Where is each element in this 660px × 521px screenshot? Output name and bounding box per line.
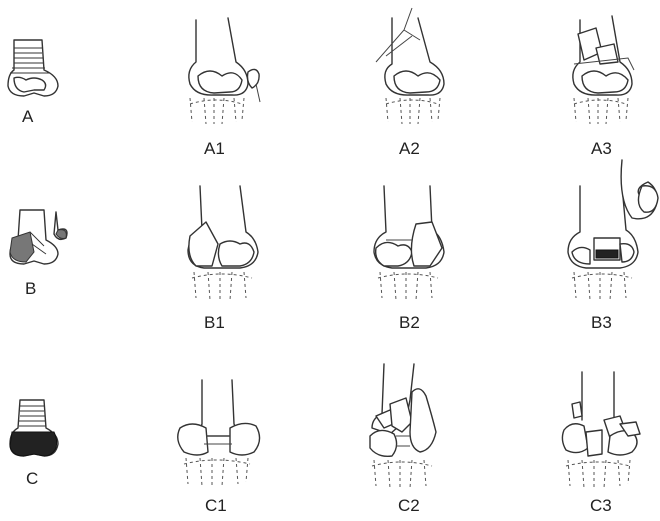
- b1-fracture-drawing: [188, 186, 258, 300]
- c2-fracture-drawing: [370, 364, 436, 488]
- row-a-label: A: [22, 108, 33, 125]
- key-b-bone-icon: [10, 210, 67, 264]
- c2-label: C2: [398, 497, 420, 514]
- a2-fracture-drawing: [376, 8, 444, 124]
- b3-fracture-drawing: [568, 160, 658, 300]
- a1-label: A1: [204, 140, 225, 157]
- c1-fracture-drawing: [178, 380, 260, 486]
- b2-label: B2: [399, 314, 420, 331]
- b3-label: B3: [591, 314, 612, 331]
- c3-label: C3: [590, 497, 612, 514]
- b2-fracture-drawing: [374, 186, 444, 300]
- key-a-bone-icon: [8, 40, 58, 96]
- row-b-label: B: [25, 280, 36, 297]
- a3-label: A3: [591, 140, 612, 157]
- row-c-label: C: [26, 470, 38, 487]
- key-c-bone-icon: [10, 400, 58, 456]
- b1-label: B1: [204, 314, 225, 331]
- a2-label: A2: [399, 140, 420, 157]
- a3-fracture-drawing: [573, 16, 634, 124]
- c1-label: C1: [205, 497, 227, 514]
- a1-fracture-drawing: [189, 18, 260, 124]
- c3-fracture-drawing: [562, 372, 640, 488]
